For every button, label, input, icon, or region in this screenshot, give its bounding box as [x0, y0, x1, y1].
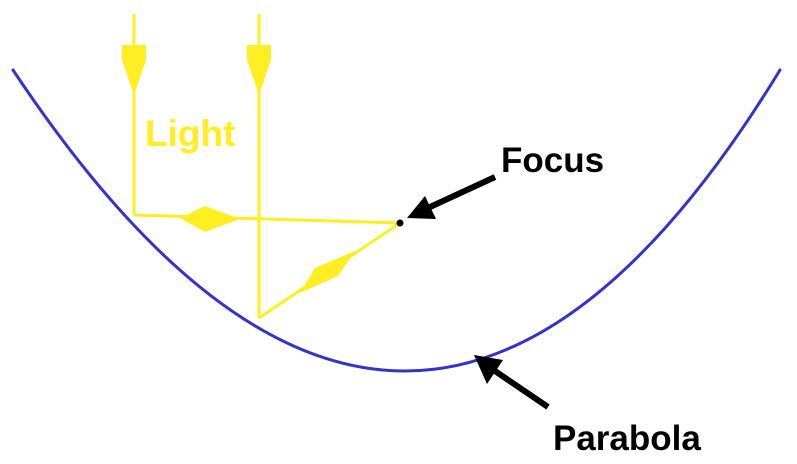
parabola-curve	[11, 68, 782, 373]
light-down-arrow-icon	[247, 45, 271, 95]
focus-point	[396, 219, 404, 227]
light-down-arrow-icon	[122, 45, 146, 95]
parabola-label: Parabola	[553, 419, 701, 458]
light-right-arrow-icon	[180, 206, 240, 232]
focus-pointer-arrow-icon	[407, 174, 497, 219]
light-label: Light	[145, 113, 235, 154]
light-diagonal-arrow-icon	[300, 251, 355, 293]
parabola-pointer-arrow-icon	[474, 355, 550, 410]
focus-label: Focus	[501, 141, 604, 180]
